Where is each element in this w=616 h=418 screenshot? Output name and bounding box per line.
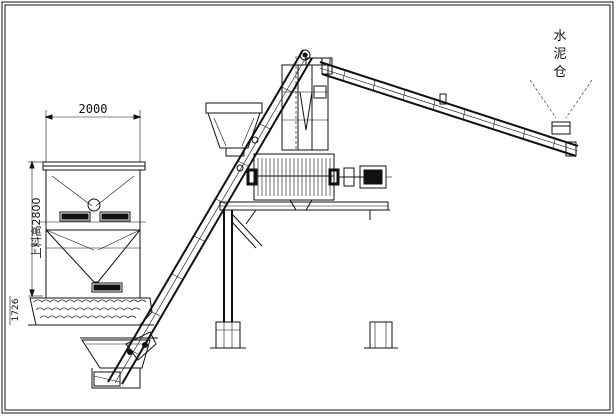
pit-depth-dimension-label: 1726	[11, 298, 21, 321]
skip-hoist-rail	[80, 49, 313, 389]
cement-silo-label-line1: 水	[553, 29, 566, 44]
cement-silo-outlet: 水 泥 仓	[529, 29, 593, 135]
aggregate-batcher: 2000 上料高2800 1726	[9, 102, 154, 326]
mixer-support-structure	[210, 201, 398, 349]
cement-screw-conveyor	[319, 57, 579, 157]
cement-silo-label-line3: 仓	[553, 65, 566, 80]
cement-silo-label-line2: 泥	[553, 47, 566, 62]
twin-shaft-mixer	[205, 56, 392, 211]
width-dimension-label: 2000	[79, 102, 108, 116]
height-dimension-label: 上料高2800	[29, 198, 43, 259]
